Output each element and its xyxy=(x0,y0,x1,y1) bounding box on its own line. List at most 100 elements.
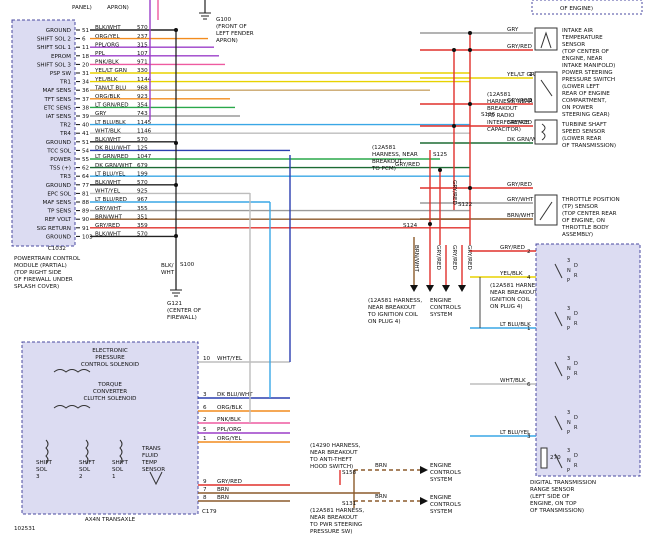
harness-label: TO PWR STEERING xyxy=(309,522,362,528)
vertical-color: GRY/RED xyxy=(466,245,472,270)
pcm-pin-number: 37 xyxy=(82,97,90,103)
harness-label: CAPACITOR) xyxy=(487,127,521,133)
dtr-pin-number: 3 xyxy=(527,434,531,440)
pcm-wire-color: PNK/BLK xyxy=(95,60,119,66)
pcm-circuit-number: 1144 xyxy=(137,77,152,83)
sensor-wire-color: BRN/WHT xyxy=(507,213,535,219)
splice-label: S122 xyxy=(458,202,472,208)
dtr-pin-number: 6 xyxy=(527,382,531,388)
pcm-pin-number: 64 xyxy=(82,174,90,180)
harness-label: TO PCM) xyxy=(371,166,396,172)
pcm-circuit-number: 1145 xyxy=(137,120,152,126)
ground-g121-label: FIREWALL) xyxy=(167,315,197,321)
epc-solenoid-label: ELECTRONIC xyxy=(92,348,128,354)
panel-label: PANEL) xyxy=(72,5,92,11)
tcc-coil-icon xyxy=(53,405,91,409)
dtr-position-letter: P xyxy=(567,326,570,332)
pcm-caption: MODULE (PARTIAL) xyxy=(14,263,67,269)
dtr-label: (LEFT SIDE OF xyxy=(530,494,570,500)
tft-sensor-label: SENSOR xyxy=(142,467,165,473)
transaxle-box xyxy=(21,341,199,515)
engine-controls-label: CONTROLS xyxy=(430,502,461,508)
transaxle-wire-color: PPL/ORG xyxy=(217,427,241,433)
ground-symbol xyxy=(199,12,211,20)
dtr-label: DIGITAL TRANSMISSION xyxy=(530,480,596,486)
tft-sensor-label: TRANS xyxy=(141,446,161,452)
vertical-color: GRY/RED xyxy=(395,162,420,168)
psp-label: COMPARTMENT, xyxy=(562,98,607,104)
pcm-pin-label: EPROM xyxy=(51,54,71,60)
pcm-pin-number: 55 xyxy=(82,157,90,163)
splice-label: S131 xyxy=(342,501,357,507)
pcm-pin-number: 41 xyxy=(82,131,90,137)
ground-symbol xyxy=(170,289,182,297)
pcm-pin-label: GROUND xyxy=(46,28,71,34)
shift-coil-icon xyxy=(45,439,49,465)
dtr-position-letter: D xyxy=(574,415,578,421)
pcm-pin-number: 54 xyxy=(82,148,90,154)
pcm-pin-label: GROUND xyxy=(46,140,71,146)
iat-label: TEMPERATURE xyxy=(561,35,603,41)
shift-coil-icon xyxy=(119,439,123,465)
tss-label: TURBINE SHAFT xyxy=(561,122,607,128)
sensor-wire-color: GRY/WHT xyxy=(507,197,534,203)
dtr-position-letter: R xyxy=(574,273,578,279)
ground-g121-label: G121 xyxy=(167,301,182,307)
transaxle-pin-number: 3 xyxy=(203,392,207,398)
psp-label: REAR OF ENGINE xyxy=(562,91,610,97)
harness-label: NEAR BREAKOUT xyxy=(310,450,358,456)
dtr-wire-color: LT BLU/YEL xyxy=(500,430,531,436)
pcm-pin-number: 11 xyxy=(82,45,90,51)
transaxle-pin-number: 2 xyxy=(203,417,207,423)
pcm-pin-label: TR1 xyxy=(59,80,71,86)
engine-controls-label: ENGINE xyxy=(430,495,452,501)
pcm-circuit-number: 570 xyxy=(137,180,148,186)
tss-label: (LOWER REAR xyxy=(562,136,601,142)
shift-sol-3-label: SHIFT xyxy=(36,460,53,466)
iat-label: INTAKE MANIFOLD) xyxy=(562,63,615,69)
dtr-position-letter: R xyxy=(574,425,578,431)
pcm-pin-label: POWER xyxy=(50,157,71,163)
splice-dot xyxy=(174,234,178,238)
dtr-position-letter: P xyxy=(567,468,570,474)
pcm-wire-color: GRY xyxy=(95,111,107,117)
dtr-position-letter: N xyxy=(567,366,571,372)
splice-dot xyxy=(174,141,178,145)
engine-controls-label: CONTROLS xyxy=(430,305,461,311)
dtr-label: OF TRANSMISSION) xyxy=(530,508,584,514)
apron-label: APRON) xyxy=(107,5,129,11)
pcm-circuit-number: 925 xyxy=(137,189,148,195)
dtr-contact xyxy=(554,263,563,279)
pcm-pin-label: TFT SENS xyxy=(43,97,71,103)
psp-label: ON POWER xyxy=(562,105,593,111)
transaxle-wire-color: ORG/YEL xyxy=(217,436,242,442)
vertical-color: GRY/RED xyxy=(451,245,457,270)
pcm-pin-label: MAF SENS xyxy=(43,88,72,94)
pcm-wire-color: WHT/BLK xyxy=(95,128,121,134)
dtr-resistor-label: 270 xyxy=(550,455,561,461)
dtr-position-letter: D xyxy=(574,263,578,269)
shift-sol-3-label: SOL xyxy=(36,467,48,473)
dtr-position-letter: P xyxy=(567,430,570,436)
tft-sensor-label: FLUID xyxy=(142,453,158,459)
splice-dot xyxy=(438,168,442,172)
potentiometer-icon xyxy=(539,201,553,221)
transaxle-pin-number: 10 xyxy=(203,356,211,362)
pcm-circuit-number: 315 xyxy=(137,42,148,48)
pcm-pin-number: 20 xyxy=(82,62,90,68)
pcm-wire-color: PPL xyxy=(95,51,106,57)
pcm-wire-color: LT BLU/YEL xyxy=(95,171,126,177)
pcm-pin-number: 39 xyxy=(82,114,90,120)
transaxle-wire-color: DK BLU/WHT xyxy=(217,392,253,398)
pcm-wire-color: WHT/YEL xyxy=(95,189,121,195)
pcm-circuit-number: 359 xyxy=(137,223,148,229)
tcc-solenoid-label: TORQUE xyxy=(97,382,122,388)
pcm-wire-color: LT GRN/RED xyxy=(95,103,129,109)
dtr-position-letter: 3 xyxy=(567,410,570,416)
pcm-caption: OF FIREWALL UNDER xyxy=(14,277,73,283)
tp-label: OF ENGINE, ON xyxy=(562,218,605,224)
shift-sol-2-label: 2 xyxy=(79,474,83,480)
iat-label: SENSOR xyxy=(562,42,585,48)
pcm-circuit-number: 354 xyxy=(137,103,148,109)
